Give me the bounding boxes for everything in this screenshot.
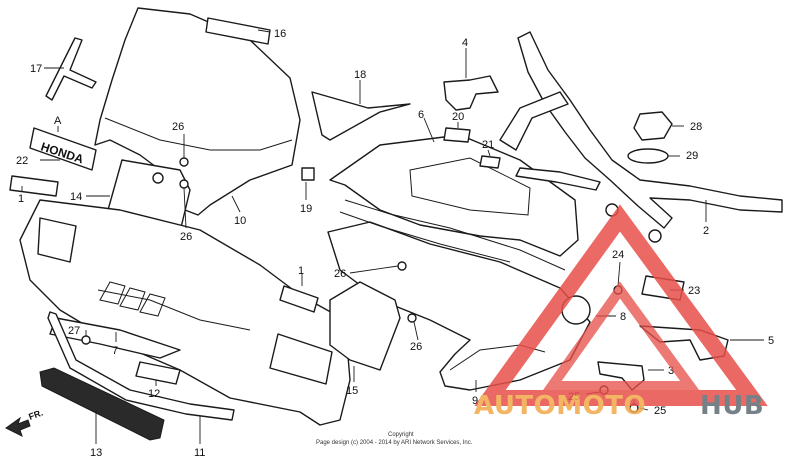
stay-frame-2 [499, 31, 783, 243]
strip-11 [47, 311, 235, 421]
watermark-triangle [474, 204, 768, 406]
piece-21 [479, 155, 501, 169]
strip-16 [205, 17, 271, 45]
callout-numbers: 17 16 18 4 6 20 21 28 29 A 22 26 1 14 26… [16, 28, 774, 459]
front-direction-arrow: FR. [5, 408, 44, 437]
bracket-17 [45, 37, 97, 101]
leader-lines [21, 29, 764, 444]
nut-28 [633, 111, 673, 141]
watermark-logo: AUTOMOTO HUB [474, 204, 768, 421]
copyright-line1: Copyright [388, 432, 414, 438]
callout-27: 27 [68, 325, 80, 337]
callout-20: 20 [452, 111, 464, 123]
front-cowl [19, 199, 351, 426]
callout-10: 10 [234, 215, 246, 227]
bracket-15 [329, 281, 401, 371]
callout-14: 14 [70, 191, 82, 203]
bracket-4 [443, 75, 499, 111]
block-1-center [279, 285, 319, 313]
copyright-line2: Page design (c) 2004 - 2014 by ARI Netwo… [316, 440, 473, 446]
center-cowl [329, 134, 579, 257]
callout-8: 8 [620, 311, 626, 323]
honda-emblem: HONDA [29, 127, 97, 171]
callout-28: 28 [690, 121, 702, 133]
watermark-word-automoto: AUTOMOTO [474, 391, 646, 421]
callout-17: 17 [30, 63, 42, 75]
callout-6: 6 [418, 109, 424, 121]
callout-12: 12 [148, 388, 160, 400]
watermark-word-hub: HUB [700, 391, 764, 421]
callout-22: 22 [16, 155, 28, 167]
callout-11: 11 [194, 447, 205, 459]
callout-26-center: 26 [334, 268, 346, 280]
label-12 [135, 361, 181, 385]
bracket-18 [311, 91, 411, 141]
callout-26-top: 26 [172, 121, 184, 133]
callout-26-right: 26 [410, 341, 422, 353]
callout-5: 5 [768, 335, 774, 347]
callout-18: 18 [354, 69, 366, 81]
callout-29: 29 [686, 150, 698, 162]
callout-3: 3 [668, 365, 674, 377]
callout-2: 2 [703, 225, 709, 237]
callout-A: A [54, 115, 62, 127]
callout-7: 7 [112, 345, 118, 357]
callout-13: 13 [90, 447, 102, 459]
callout-1-left: 1 [18, 193, 24, 205]
washer-29 [627, 148, 669, 164]
callout-1-center: 1 [298, 265, 304, 277]
callout-9: 9 [472, 395, 478, 407]
lower-trim-7 [49, 317, 181, 359]
callout-23: 23 [688, 285, 700, 297]
callout-19: 19 [300, 203, 312, 215]
callout-26-left: 26 [180, 231, 192, 243]
bolt-14 [152, 172, 164, 184]
callout-25-right: 25 [654, 405, 666, 417]
callout-24: 24 [612, 249, 624, 261]
callout-4: 4 [462, 37, 468, 49]
piece-20 [443, 127, 471, 143]
callout-16: 16 [274, 28, 286, 40]
copyright-note: Copyright Page design (c) 2004 - 2014 by… [316, 432, 473, 446]
direction-label: FR. [27, 408, 44, 422]
rubber-13 [39, 367, 165, 441]
callout-21: 21 [482, 139, 494, 151]
callout-15: 15 [346, 385, 358, 397]
